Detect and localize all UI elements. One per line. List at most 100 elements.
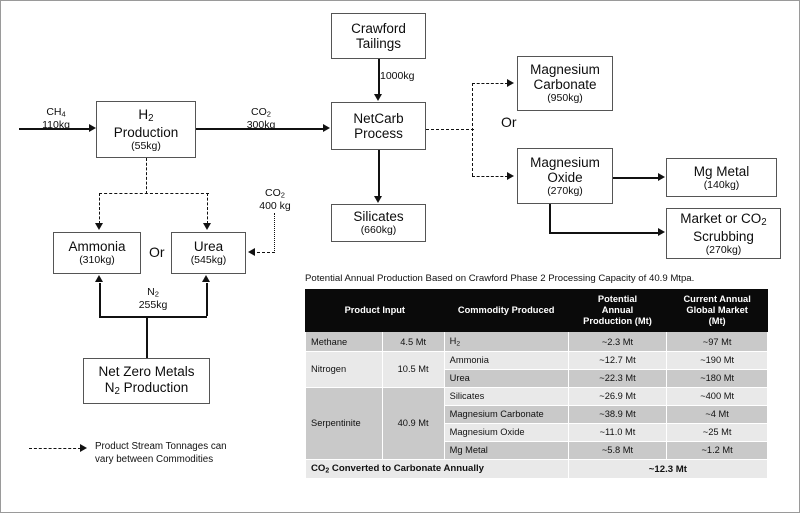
legend-dashed-line <box>29 448 81 449</box>
arrow-head <box>89 123 96 132</box>
edge-netcarb-branch-in <box>426 129 474 130</box>
edge-n2-to-urea <box>206 283 208 316</box>
edge-n2-to-ammonia <box>99 283 101 316</box>
current-market: ~4 Mt <box>666 404 768 424</box>
arrow-head <box>323 123 330 132</box>
arrow-head <box>248 248 255 256</box>
edge-mgo-to-mgmetal <box>613 177 658 179</box>
edge-co2-to-urea-vert <box>274 213 275 253</box>
node-subtitle: (140kg) <box>703 178 740 191</box>
edge-netcarb-to-mgo <box>472 176 508 177</box>
arrow-head <box>507 171 514 180</box>
node-subtitle: (270kg) <box>547 184 583 197</box>
footer-value: ~12.3 Mt <box>567 458 769 480</box>
col-commodity-produced: Commodity Produced <box>443 288 569 333</box>
arrow-head <box>202 275 210 282</box>
edge-tailings-to-netcarb <box>378 59 380 95</box>
input-name: Nitrogen <box>305 350 383 388</box>
node-urea: Urea (545kg) <box>171 232 246 274</box>
current-market: ~25 Mt <box>666 422 768 442</box>
potential-production: ~38.9 Mt <box>567 404 668 424</box>
arrow-head <box>507 78 514 87</box>
col-product-input: Product Input <box>305 288 445 333</box>
legend-arrow-head <box>80 443 87 452</box>
table-row: Methane 4.5 Mt H2 ~2.3 Mt ~97 Mt <box>305 331 768 352</box>
node-subtitle: (310kg) <box>79 254 115 267</box>
potential-production: ~22.3 Mt <box>567 368 668 388</box>
table-row: Magnesium Oxide ~11.0 Mt ~25 Mt <box>306 422 768 442</box>
or-label-right: Or <box>501 114 517 130</box>
edge-h2-to-netcarb <box>196 128 324 130</box>
production-table: Product Input Commodity Produced Potenti… <box>305 288 769 480</box>
commodity-name: Magnesium Oxide <box>443 422 569 442</box>
node-mg-metal: Mg Metal (140kg) <box>666 158 777 197</box>
edge-netcarb-branch-trunk <box>472 83 473 176</box>
potential-production: ~5.8 Mt <box>567 440 668 460</box>
flow-label-co2-400: CO2 400 kg <box>259 187 291 213</box>
input-amount: 4.5 Mt <box>381 331 445 352</box>
table-row: Nitrogen 10.5 Mt Ammonia ~12.7 Mt ~190 M… <box>305 350 768 388</box>
node-silicates: Silicates (660kg) <box>331 204 426 242</box>
node-ammonia: Ammonia (310kg) <box>53 232 141 274</box>
flow-label-co2-300: CO2 300kg <box>246 106 276 132</box>
node-subtitle: (55kg) <box>131 139 161 152</box>
commodity-name: Urea <box>443 368 569 388</box>
arrow-head <box>658 172 665 181</box>
or-label-left: Or <box>149 244 165 260</box>
arrow-head <box>374 94 382 101</box>
potential-production: ~11.0 Mt <box>567 422 668 442</box>
arrow-head <box>203 223 211 230</box>
edge-h2-branch-split <box>99 193 209 194</box>
commodity-name: Mg Metal <box>443 440 569 460</box>
flow-label-tailings-1000: 1000kg <box>380 70 415 82</box>
edge-h2-to-urea <box>207 193 208 224</box>
table-footer-row: CO2 Converted to Carbonate Annually ~12.… <box>305 458 769 480</box>
commodity-name: Silicates <box>443 386 569 406</box>
node-subtitle: (660kg) <box>360 224 397 237</box>
arrow-head <box>95 223 103 230</box>
input-name: Methane <box>305 331 383 352</box>
flow-label-n2-255: N2 255kg <box>138 286 168 312</box>
arrow-head <box>374 196 382 203</box>
edge-mgo-to-market-vert <box>549 204 551 234</box>
node-subtitle: (545kg) <box>190 254 227 267</box>
table-caption: Potential Annual Production Based on Cra… <box>305 273 695 284</box>
edge-netcarb-to-silicates <box>378 150 380 197</box>
edge-co2-to-urea-horiz <box>257 252 275 253</box>
node-title: Ammonia <box>68 239 126 255</box>
edge-netcarb-to-mgco3 <box>472 83 508 84</box>
potential-production: ~12.7 Mt <box>567 350 668 370</box>
node-title: Urea <box>193 239 224 255</box>
edge-h2-branch-trunk <box>146 158 147 194</box>
commodity-name: Magnesium Carbonate <box>443 404 569 424</box>
footer-label: CO2 Converted to Carbonate Annually <box>305 458 569 480</box>
potential-production: ~2.3 Mt <box>567 331 668 352</box>
edge-h2-to-ammonia <box>99 193 100 224</box>
commodity-name: H2 <box>443 331 569 352</box>
table-row: Mg Metal ~5.8 Mt ~1.2 Mt <box>306 440 768 460</box>
flow-label-ch4: CH4 110kg <box>42 106 70 132</box>
current-market: ~190 Mt <box>666 350 768 370</box>
edge-n2-split <box>99 316 207 318</box>
potential-production: ~26.9 Mt <box>567 386 668 406</box>
input-name: Serpentinite <box>305 386 383 460</box>
table-header-row: Product Input Commodity Produced Potenti… <box>305 288 768 333</box>
edge-ch4-to-h2 <box>19 128 89 130</box>
input-amount: 40.9 Mt <box>381 386 445 460</box>
edge-mgo-to-market-horiz <box>549 232 658 234</box>
